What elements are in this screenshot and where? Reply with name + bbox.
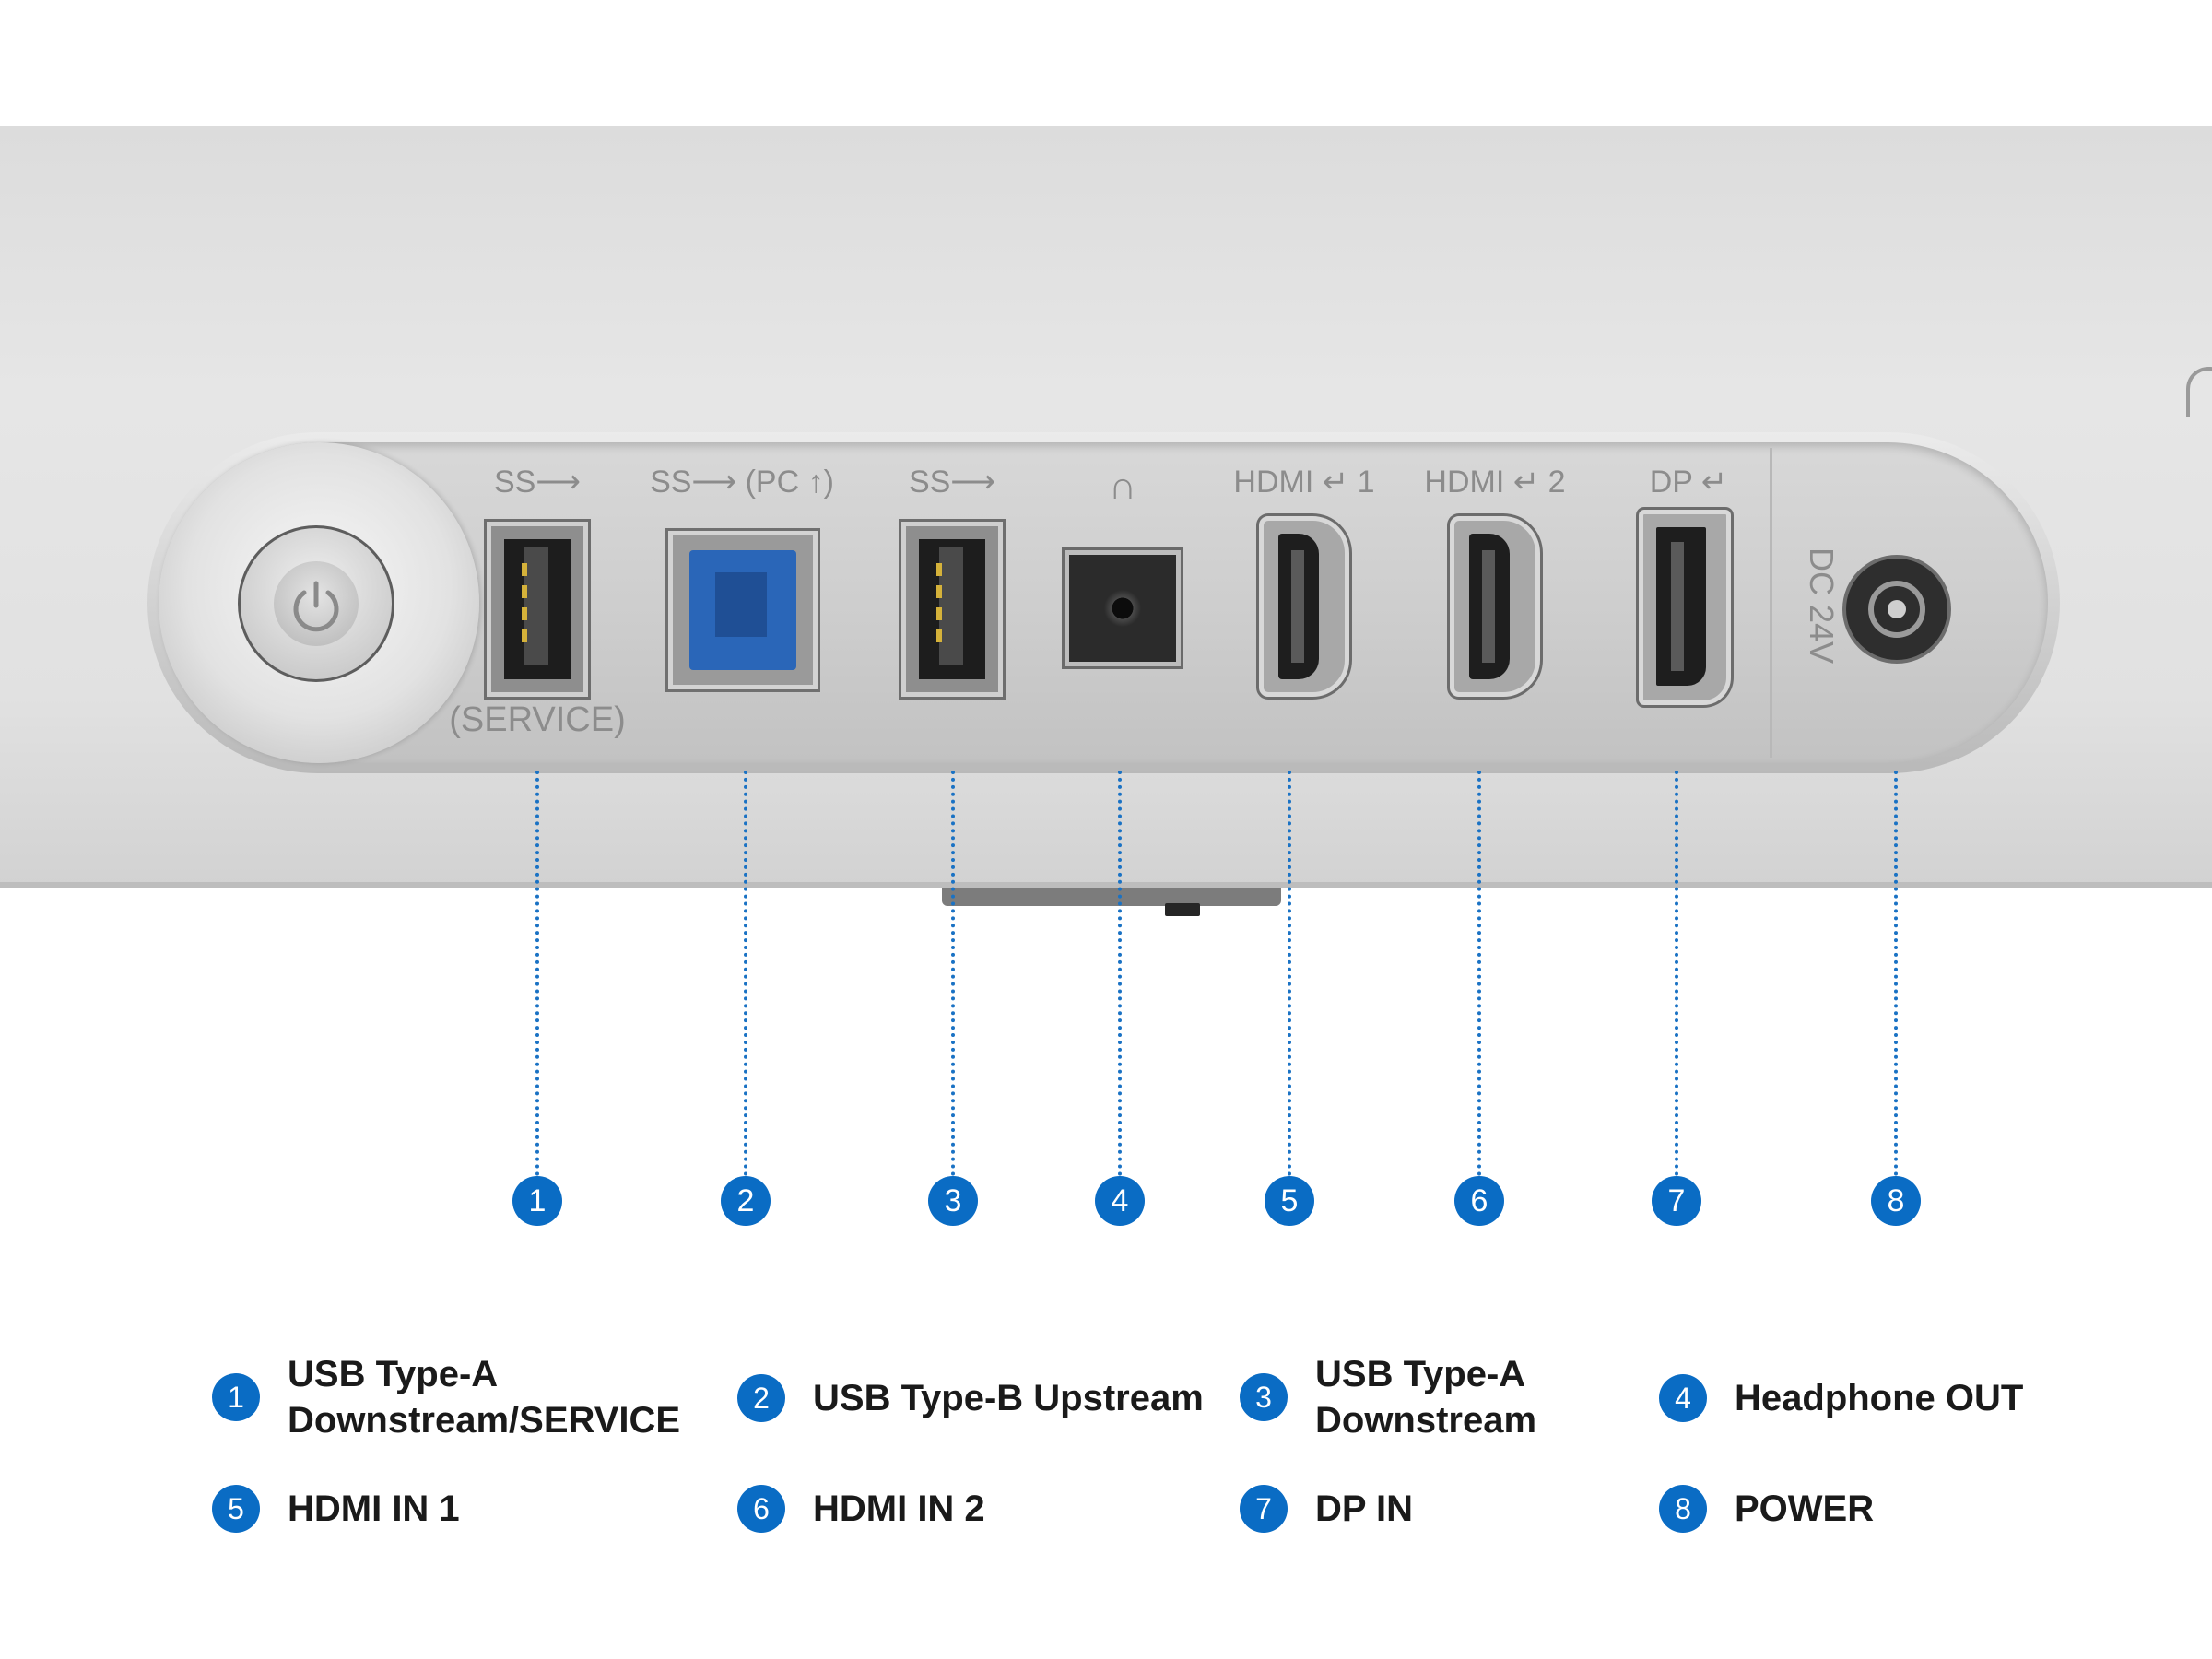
port-6-label: HDMI ↵ 2 <box>1424 465 1566 500</box>
legend-text: USB Type-B Upstream <box>813 1378 1204 1418</box>
legend-text: USB Type-A Downstream <box>1315 1354 1537 1441</box>
callout-4: 4 <box>1095 1176 1145 1226</box>
legend-item-7: 7 DP IN <box>1240 1485 1413 1533</box>
legend-item-1: 1 USB Type-A Downstream/SERVICE <box>212 1351 680 1443</box>
port-2-label: SS⟶ (PC ↑) <box>650 465 834 500</box>
legend-badge: 5 <box>212 1485 260 1533</box>
power-icon <box>293 581 339 632</box>
hdmi-1-port <box>1259 516 1349 697</box>
legend-badge: 2 <box>737 1374 785 1422</box>
usb-a-downstream-port <box>901 522 1003 697</box>
leader-line-4 <box>1118 771 1122 1176</box>
legend-item-4: 4 Headphone OUT <box>1659 1374 2023 1422</box>
panel-divider <box>1770 448 1772 758</box>
leader-line-5 <box>1288 771 1291 1176</box>
dc-power-port <box>1846 559 1947 660</box>
callout-8: 8 <box>1871 1176 1921 1226</box>
legend-item-8: 8 POWER <box>1659 1485 1874 1533</box>
usb-b-upstream-port <box>668 531 818 689</box>
legend-badge: 3 <box>1240 1373 1288 1421</box>
legend-text: USB Type-A Downstream/SERVICE <box>288 1354 681 1441</box>
legend-badge: 6 <box>737 1485 785 1533</box>
legend-item-2: 2 USB Type-B Upstream <box>737 1374 1204 1422</box>
port-5-label: HDMI ↵ 1 <box>1233 465 1375 500</box>
callout-2: 2 <box>721 1176 771 1226</box>
legend-item-5: 5 HDMI IN 1 <box>212 1485 460 1533</box>
stand-mount <box>942 888 1281 906</box>
legend-text: HDMI IN 2 <box>813 1488 985 1529</box>
port-7-label: DP ↵ <box>1649 465 1728 500</box>
power-button[interactable] <box>238 525 394 682</box>
displayport-port <box>1639 510 1731 705</box>
legend-text: Headphone OUT <box>1735 1378 2024 1418</box>
edge-icon <box>2186 367 2212 417</box>
port-3-label: SS⟶ <box>908 465 996 500</box>
usb-a-service-port <box>487 522 588 697</box>
leader-line-6 <box>1477 771 1481 1176</box>
port-8-label: DC 24V <box>1803 547 1841 665</box>
hdmi-2-port <box>1450 516 1540 697</box>
leader-line-8 <box>1894 771 1898 1176</box>
legend-item-6: 6 HDMI IN 2 <box>737 1485 985 1533</box>
legend-badge: 4 <box>1659 1374 1707 1422</box>
service-label: (SERVICE) <box>449 700 626 739</box>
leader-line-2 <box>744 771 747 1176</box>
legend-badge: 7 <box>1240 1485 1288 1533</box>
leader-line-3 <box>951 771 955 1176</box>
callout-5: 5 <box>1265 1176 1314 1226</box>
legend-item-3: 3 USB Type-A Downstream <box>1240 1351 1536 1443</box>
stand-latch <box>1165 903 1200 916</box>
legend-badge: 1 <box>212 1373 260 1421</box>
callout-6: 6 <box>1454 1176 1504 1226</box>
callout-3: 3 <box>928 1176 978 1226</box>
callout-7: 7 <box>1652 1176 1701 1226</box>
legend-text: DP IN <box>1315 1488 1413 1529</box>
port-1-label: SS⟶ <box>493 465 582 500</box>
callout-1: 1 <box>512 1176 562 1226</box>
legend-text: HDMI IN 1 <box>288 1488 460 1529</box>
headphone-jack <box>1065 550 1181 666</box>
legend-badge: 8 <box>1659 1485 1707 1533</box>
legend-text: POWER <box>1735 1488 1875 1529</box>
headphone-icon: ∩ <box>1108 464 1137 507</box>
leader-line-7 <box>1675 771 1678 1176</box>
leader-line-1 <box>535 771 539 1176</box>
